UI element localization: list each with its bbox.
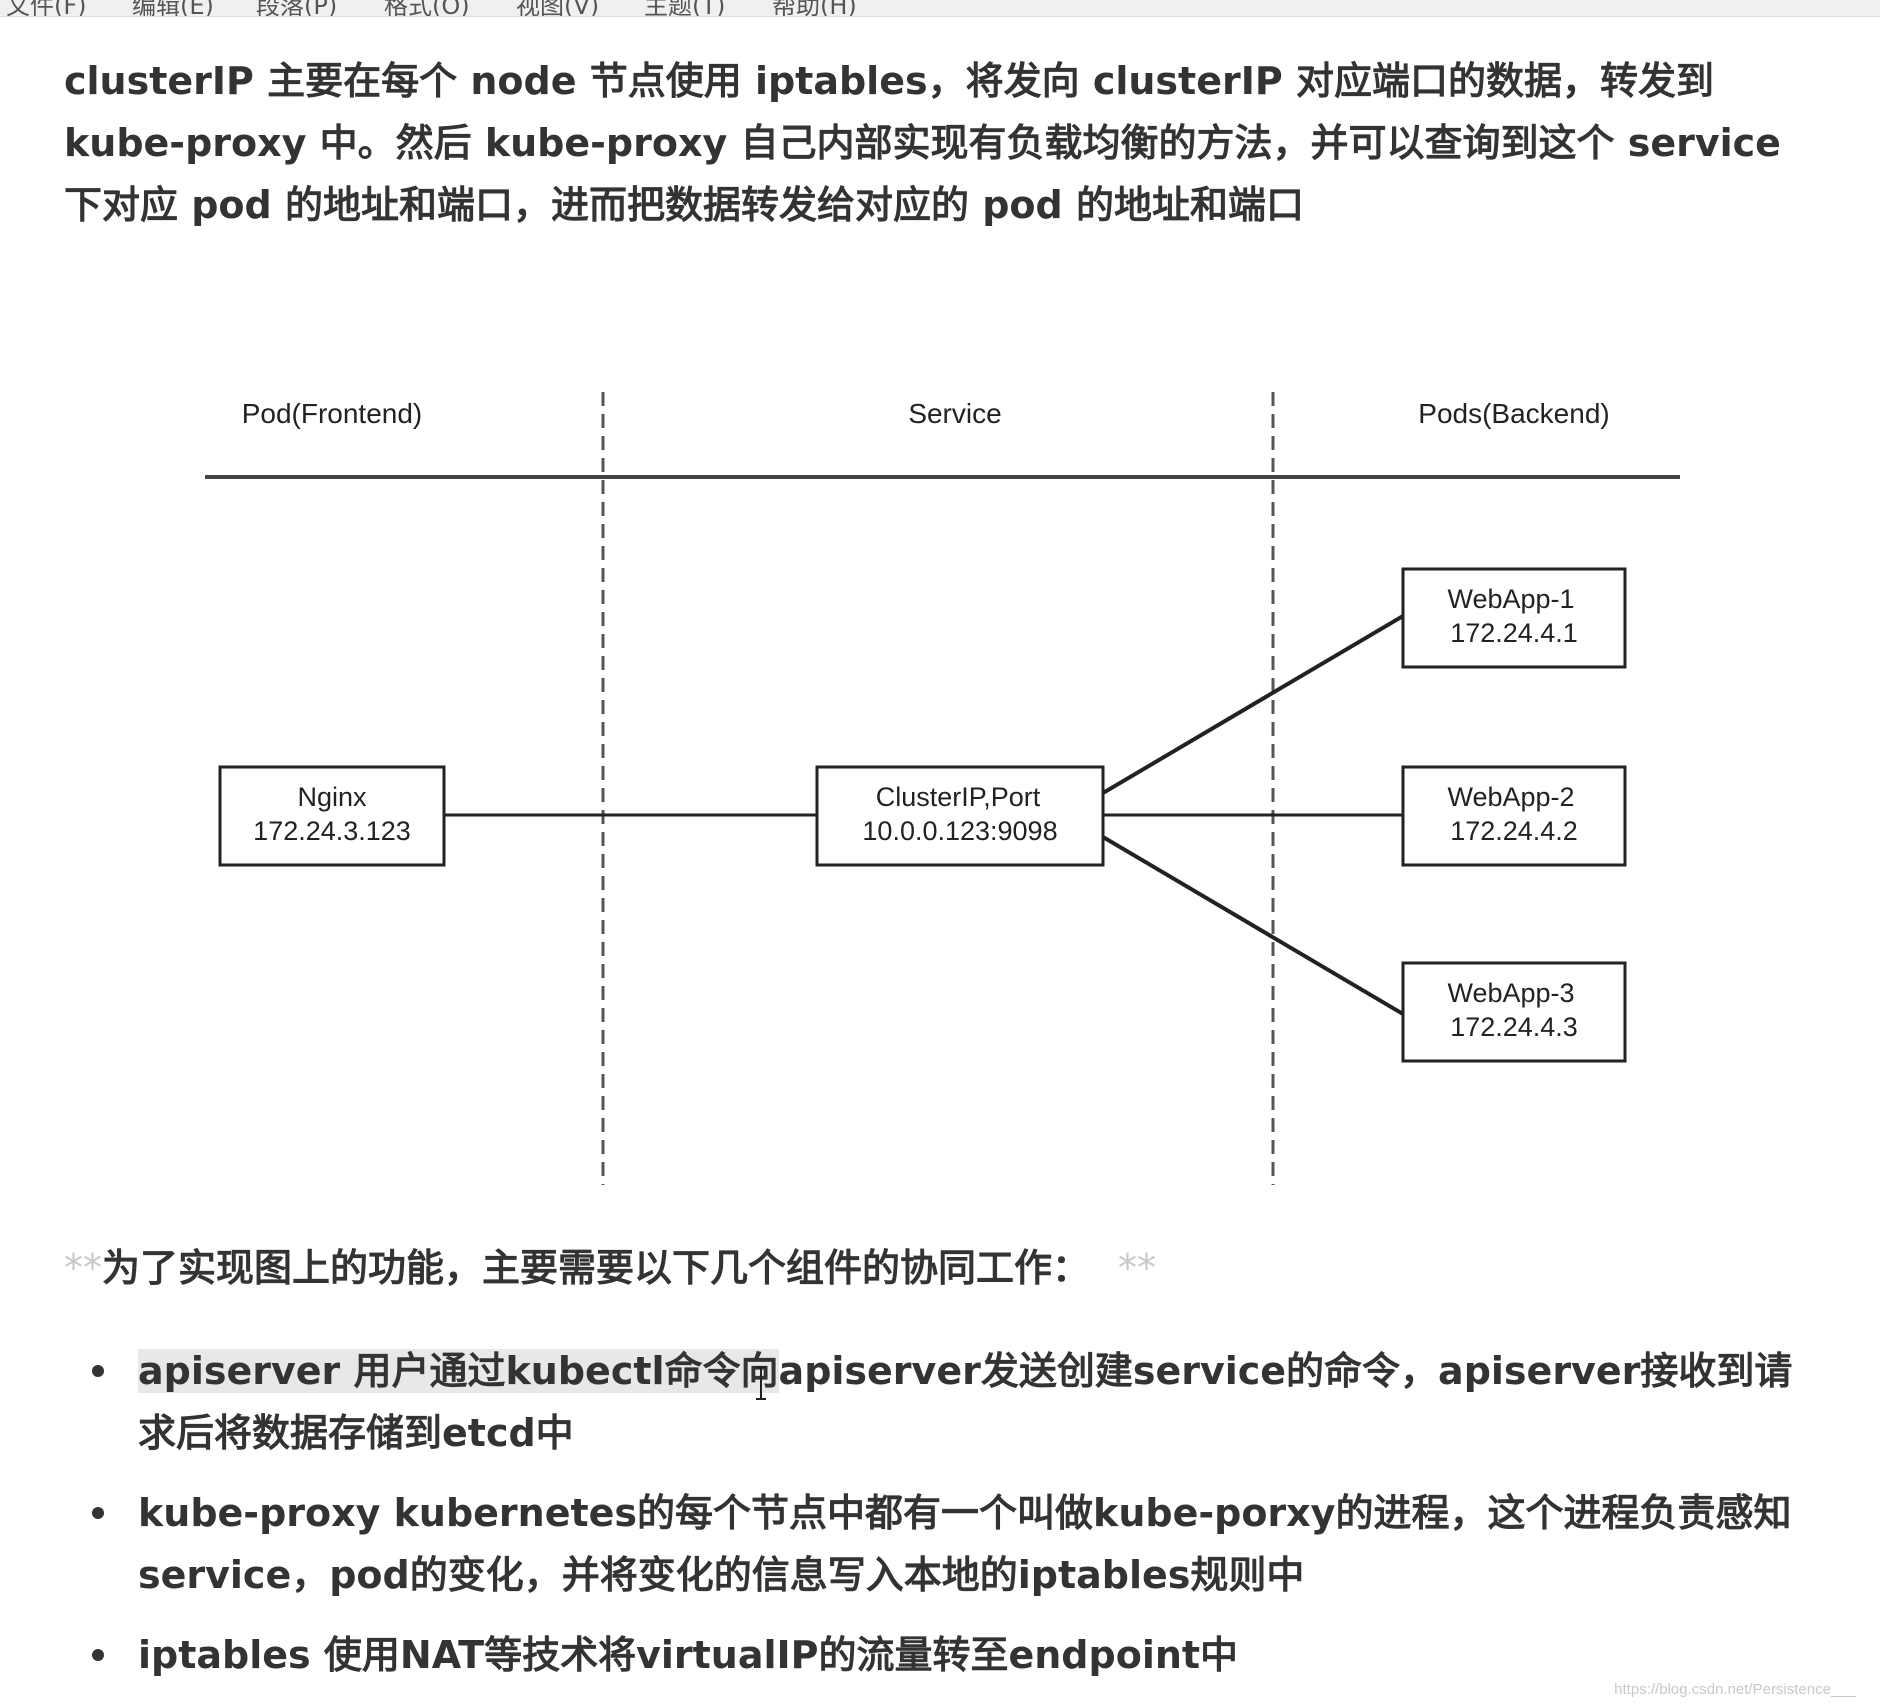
bullet-icon bbox=[92, 1365, 104, 1377]
menu-bar: 文件(F) 编辑(E) 段落(P) 格式(O) 视图(V) 主题(T) 帮助(H… bbox=[0, 0, 1880, 17]
menu-edit[interactable]: 编辑(E) bbox=[132, 0, 214, 17]
menu-format[interactable]: 格式(O) bbox=[384, 0, 470, 17]
service-diagram: Pod(Frontend) Service Pods(Backend) Ngin… bbox=[0, 380, 1880, 1200]
clusterip-node: ClusterIP,Port 10.0.0.123:9098 bbox=[815, 765, 1105, 867]
bold-marker-close: ** bbox=[1118, 1246, 1157, 1290]
bold-marker-open: ** bbox=[64, 1246, 102, 1290]
webapp-2-ip: 172.24.4.2 bbox=[1450, 816, 1578, 846]
list-item: kube-proxy kubernetes的每个节点中都有一个叫做kube-po… bbox=[0, 1482, 1880, 1606]
component-term-iptables[interactable]: iptables bbox=[138, 1633, 311, 1677]
list-item: apiserver 用户通过kubectl命令向apiserver发送创建ser… bbox=[0, 1340, 1880, 1464]
webapp-node-3: WebApp-3 172.24.4.3 bbox=[1401, 961, 1627, 1063]
watermark: https://blog.csdn.net/Persistence___ bbox=[1614, 1681, 1856, 1698]
components-heading: **为了实现图上的功能，主要需要以下几个组件的协同工作：** bbox=[64, 1240, 1156, 1296]
component-desc-kube-proxy[interactable]: kubernetes的每个节点中都有一个叫做kube-porxy的进程，这个进程… bbox=[138, 1491, 1792, 1597]
column-label-service: Service bbox=[908, 398, 1001, 429]
nginx-node: Nginx 172.24.3.123 bbox=[218, 765, 446, 867]
component-desc-selected[interactable]: 用户通过kubectl命令向 bbox=[340, 1349, 779, 1393]
components-heading-text: 为了实现图上的功能，主要需要以下几个组件的协同工作： bbox=[102, 1246, 1091, 1290]
component-term-kube-proxy[interactable]: kube-proxy bbox=[138, 1491, 381, 1535]
menu-theme[interactable]: 主题(T) bbox=[644, 0, 726, 17]
component-list: apiserver 用户通过kubectl命令向apiserver发送创建ser… bbox=[0, 1340, 1880, 1704]
webapp-3-name: WebApp-3 bbox=[1447, 978, 1574, 1008]
webapp-1-ip: 172.24.4.1 bbox=[1450, 618, 1578, 648]
list-item: iptables 使用NAT等技术将virtualIP的流量转至endpoint… bbox=[0, 1624, 1880, 1686]
menu-help[interactable]: 帮助(H) bbox=[772, 0, 857, 17]
component-desc-apiserver[interactable]: apiserver发送创建service的命令，apiserver接收到请求后将… bbox=[138, 1349, 1793, 1455]
text-cursor-icon bbox=[756, 1366, 766, 1400]
webapp-3-ip: 172.24.4.3 bbox=[1450, 1012, 1578, 1042]
menu-paragraph[interactable]: 段落(P) bbox=[256, 0, 338, 17]
webapp-node-1: WebApp-1 172.24.4.1 bbox=[1401, 567, 1627, 669]
column-label-frontend: Pod(Frontend) bbox=[242, 398, 423, 429]
menu-file[interactable]: 文件(F) bbox=[6, 0, 87, 17]
webapp-node-2: WebApp-2 172.24.4.2 bbox=[1401, 765, 1627, 867]
link-cluster-webapp3 bbox=[1101, 835, 1405, 1016]
component-term-apiserver[interactable]: apiserver bbox=[138, 1349, 341, 1393]
column-label-backend: Pods(Backend) bbox=[1418, 398, 1609, 429]
nginx-ip: 172.24.3.123 bbox=[253, 816, 411, 846]
webapp-1-name: WebApp-1 bbox=[1447, 584, 1574, 614]
nginx-name: Nginx bbox=[297, 782, 367, 812]
menu-view[interactable]: 视图(V) bbox=[516, 0, 600, 17]
intro-paragraph: clusterIP 主要在每个 node 节点使用 iptables，将发向 c… bbox=[64, 59, 1781, 227]
webapp-2-name: WebApp-2 bbox=[1447, 782, 1574, 812]
component-desc-iptables[interactable]: 使用NAT等技术将virtualIP的流量转至endpoint中 bbox=[310, 1633, 1239, 1677]
bullet-icon bbox=[92, 1507, 104, 1519]
clusterip-name: ClusterIP,Port bbox=[876, 782, 1041, 812]
bullet-icon bbox=[92, 1649, 104, 1661]
clusterip-address: 10.0.0.123:9098 bbox=[862, 816, 1057, 846]
link-cluster-webapp1 bbox=[1101, 614, 1405, 795]
